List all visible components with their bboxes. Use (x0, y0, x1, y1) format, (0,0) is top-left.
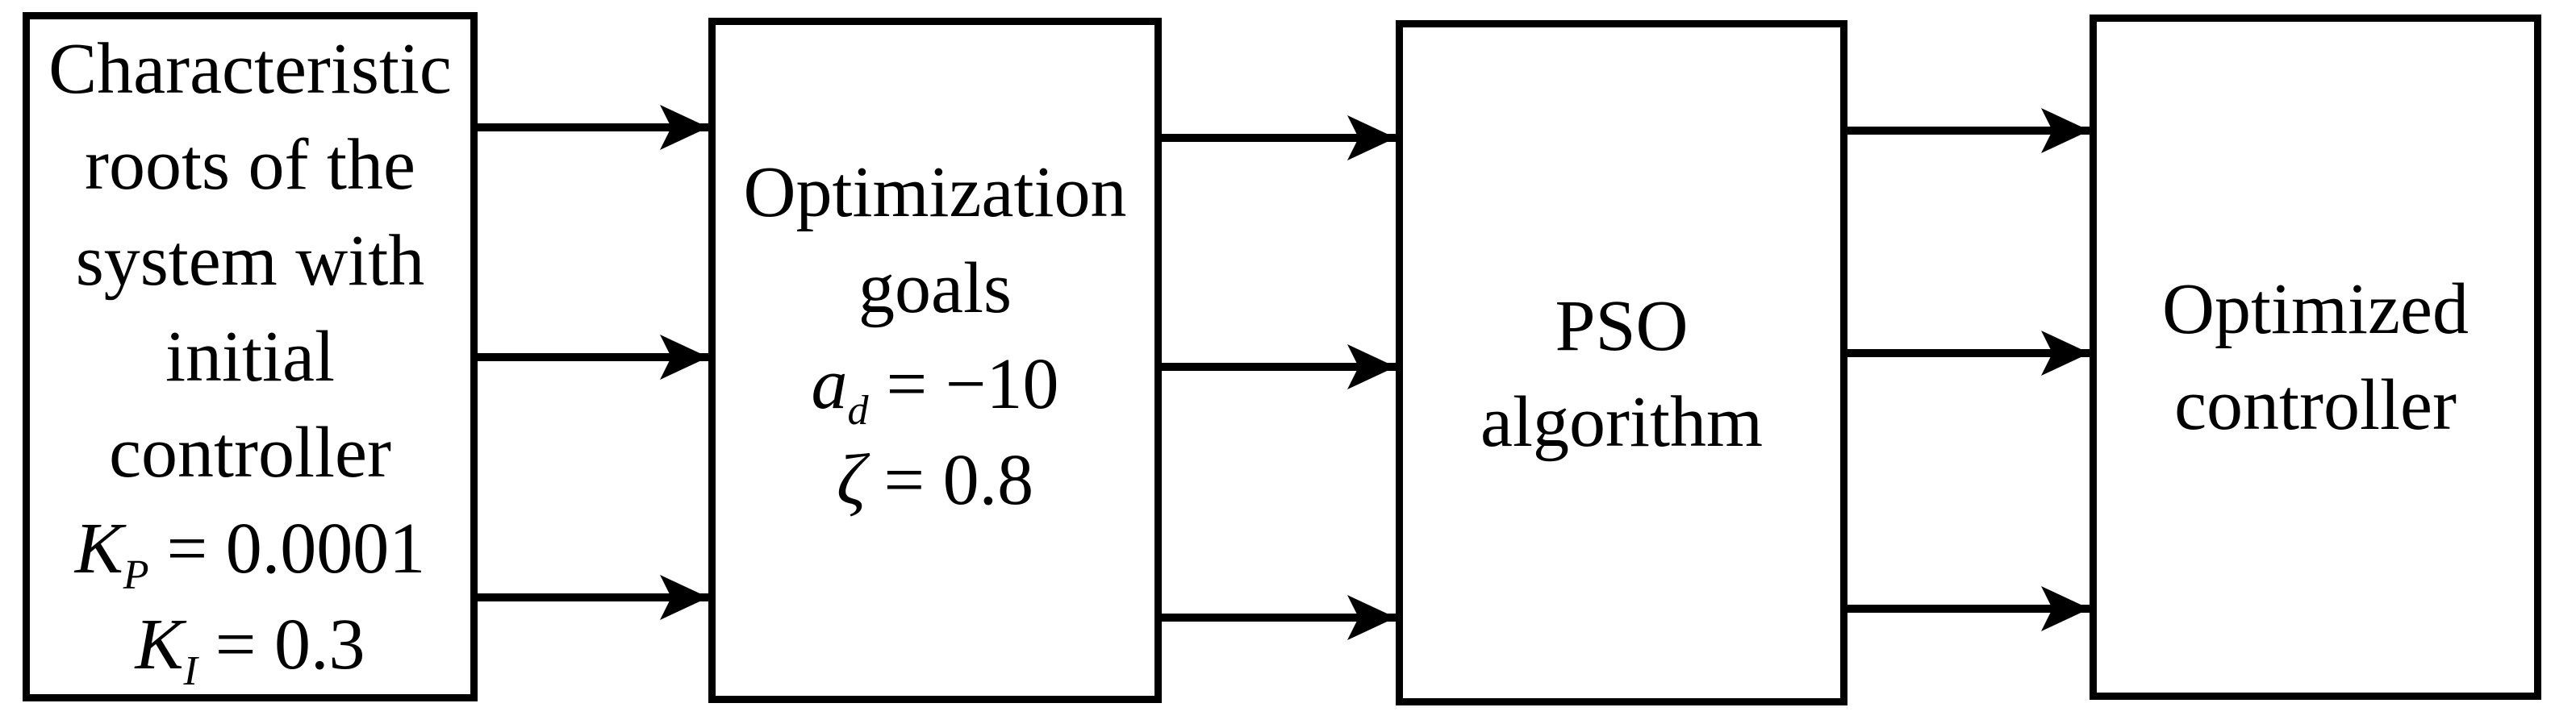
box-text: Optimized controller (2162, 261, 2469, 453)
box-characteristic-roots: Characteristic roots of the system with … (23, 12, 478, 701)
box-text: PSO algorithm (1480, 278, 1763, 470)
param-line-ad: ad = −10 (744, 336, 1127, 432)
text-line: Optimized (2162, 269, 2469, 349)
text-line: goals (858, 248, 1012, 328)
text-line: controller (109, 413, 391, 493)
math-variable: ζ (836, 440, 866, 520)
math-value: = −10 (886, 344, 1059, 424)
math-variable: K (74, 509, 123, 589)
text-line: controller (2174, 365, 2457, 445)
box-text: Characteristic roots of the system with … (48, 21, 452, 693)
math-variable: a (811, 344, 848, 424)
text-line: PSO (1555, 286, 1689, 366)
box-optimization-goals: Optimization goals ad = −10 ζ= 0.8 (708, 18, 1162, 703)
text-line: algorithm (1480, 382, 1763, 462)
math-value: = 0.8 (883, 440, 1034, 520)
param-line-ki: KI = 0.3 (48, 597, 452, 693)
math-value: = 0.0001 (166, 509, 426, 589)
math-variable: K (135, 605, 184, 684)
text-line: system with (75, 221, 425, 301)
math-subscript: P (123, 552, 149, 598)
text-line: Optimization (743, 152, 1127, 232)
param-line-zeta: ζ= 0.8 (744, 432, 1127, 528)
math-value: = 0.3 (215, 605, 365, 684)
box-text: Optimization goals ad = −10 ζ= 0.8 (744, 144, 1127, 528)
box-pso-algorithm: PSO algorithm (1396, 20, 1847, 705)
param-line-kp: KP = 0.0001 (48, 501, 452, 597)
text-line: Characteristic (48, 29, 452, 109)
text-line: roots of the (85, 125, 415, 205)
text-line: initial (165, 317, 335, 397)
math-subscript: I (183, 648, 198, 694)
box-optimized-controller: Optimized controller (2090, 15, 2541, 700)
math-subscript: d (847, 388, 869, 434)
